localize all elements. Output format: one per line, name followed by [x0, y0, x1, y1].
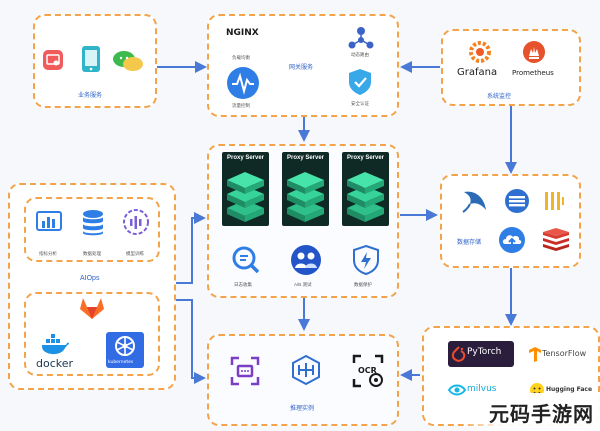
aiops-item-model-training: 模型训练: [126, 251, 144, 256]
huggingface-label: Hugging Face: [546, 386, 593, 393]
bars-storage-icon: [543, 190, 565, 212]
proxy-server-1: Proxy Server: [222, 152, 269, 226]
dialog-frame-icon: [230, 356, 260, 386]
server-stack-icon: [347, 172, 384, 222]
log-search-icon: [231, 245, 261, 275]
feature-log-collection: 日志收集: [234, 282, 252, 287]
data-storage-label: 数据存储: [457, 240, 482, 246]
nginx-logo: NGINX: [226, 28, 259, 38]
mysql-dolphin-icon: [460, 186, 490, 216]
proxy-server-title: Proxy Server: [286, 155, 325, 161]
arrow-aiops-to-proxy: [176, 212, 206, 284]
wechat-icon: [112, 49, 144, 73]
gateway-box: [207, 14, 399, 117]
traffic-control-icon: [226, 66, 260, 100]
network-topology-icon: [348, 26, 374, 50]
gateway-item-dynamic-routing: 动态路由: [351, 52, 369, 57]
tensorflow-label: TensorFlow: [542, 349, 587, 358]
gitlab-fox-icon: [79, 296, 105, 320]
aiops-item-data-processing: 数据处理: [83, 251, 101, 256]
proxy-server-2: Proxy Server: [282, 152, 329, 226]
gateway-label: 网关服务: [289, 65, 314, 71]
grafana-label: Grafana: [457, 67, 498, 78]
redis-icon: [541, 226, 571, 252]
system-monitor-box: [441, 29, 581, 106]
cloud-upload-icon: [497, 226, 527, 254]
database-icon: [81, 209, 105, 237]
metrics-chart-icon: [36, 211, 62, 233]
grafana-icon: [468, 40, 492, 64]
feature-data-protection: 数据保护: [354, 282, 372, 287]
screen-service-icon: [42, 49, 64, 71]
server-stack-icon: [287, 172, 324, 222]
docker-label: docker: [36, 357, 74, 370]
kubernetes-helm-icon: [114, 335, 136, 357]
proxy-server-title: Proxy Server: [226, 155, 265, 161]
proxy-server-3: Proxy Server: [342, 152, 389, 226]
aiops-label: AIOps: [80, 275, 100, 282]
system-monitor-label: 系统监控: [487, 94, 512, 100]
prometheus-icon: [522, 40, 546, 64]
kubernetes-label: kubernetes: [108, 360, 134, 365]
aiops-item-metrics: 指标分析: [39, 251, 57, 256]
milvus-label: milvus: [467, 384, 497, 394]
business-services-label: 业务服务: [78, 93, 103, 99]
data-protection-icon: [351, 244, 381, 276]
ocr-label: OCR: [358, 366, 377, 375]
ab-test-icon: [290, 244, 322, 276]
proxy-server-title: Proxy Server: [346, 155, 385, 161]
prometheus-label: Prometheus: [512, 69, 554, 77]
docker-whale-icon: [40, 333, 70, 357]
pytorch-icon: [451, 346, 466, 362]
shield-check-icon: [347, 68, 373, 96]
mobile-service-icon: [80, 45, 102, 73]
model-training-icon: [122, 208, 150, 236]
watermark-background: [460, 393, 600, 431]
inference-box: [207, 334, 399, 426]
gateway-item-traffic-control: 流量控制: [232, 103, 250, 108]
ocr-icon: [352, 354, 384, 388]
gateway-item-load-balance: 负载均衡: [232, 55, 250, 60]
milvus-icon: [447, 383, 467, 397]
neural-network-icon: [290, 354, 322, 386]
server-stack-icon: [227, 172, 264, 222]
arrow-aiops-to-inference: [176, 299, 206, 384]
inference-label: 推理实例: [290, 406, 315, 412]
pytorch-label: PyTorch: [467, 347, 502, 357]
pytorch-tile: [448, 341, 514, 367]
feature-ab-test: A/B 测试: [294, 282, 312, 287]
database-globe-icon: [504, 188, 530, 214]
gateway-item-security-auth: 安全认证: [351, 101, 369, 106]
tensorflow-icon: [528, 346, 542, 362]
watermark-text: 元码手游网: [489, 402, 594, 426]
